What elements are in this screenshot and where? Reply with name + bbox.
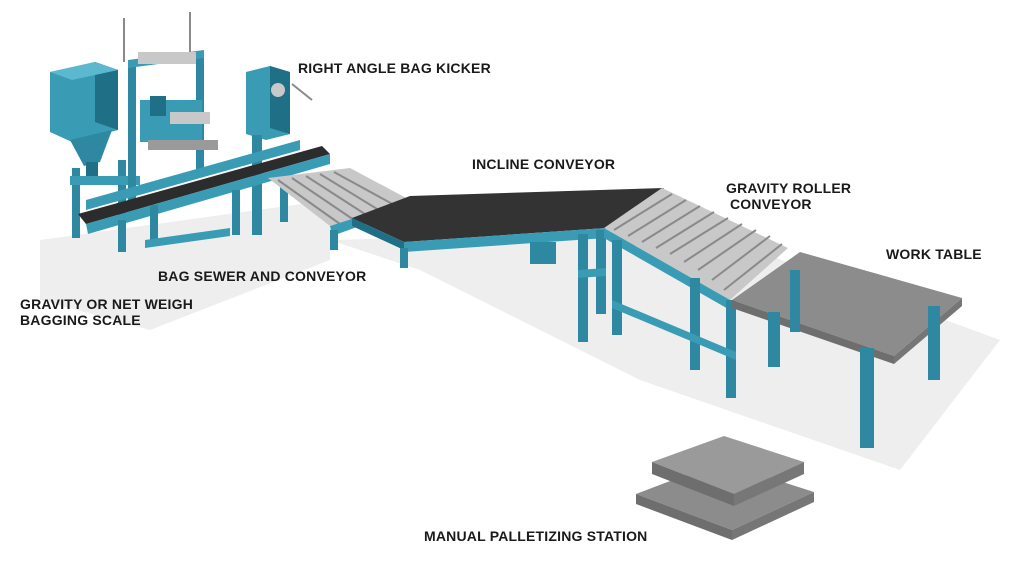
label-bag-kicker: RIGHT ANGLE BAG KICKER [298,60,491,76]
label-bagging-scale-line2: BAGGING SCALE [20,312,141,328]
incline-conveyor [352,188,664,342]
label-work-table: WORK TABLE [886,246,982,262]
label-manual-palletizing-station: MANUAL PALLETIZING STATION [424,528,648,544]
label-gravity-roller-line1: GRAVITY ROLLER [726,180,852,196]
label-bagging-scale: GRAVITY OR NET WEIGH BAGGING SCALE [20,296,193,328]
label-bagging-scale-line1: GRAVITY OR NET WEIGH [20,296,194,312]
label-gravity-roller-conveyor: GRAVITY ROLLER CONVEYOR [726,180,851,212]
bag-sewer-conveyor [78,140,330,252]
label-gravity-roller-line2: CONVEYOR [730,196,812,212]
label-incline-conveyor: INCLINE CONVEYOR [472,156,616,172]
label-bag-sewer-conveyor: BAG SEWER AND CONVEYOR [158,268,367,284]
pallet-stack [636,436,814,540]
gravity-roller-conveyor [604,188,788,398]
bagging-scale [50,12,218,250]
work-table [732,252,962,448]
